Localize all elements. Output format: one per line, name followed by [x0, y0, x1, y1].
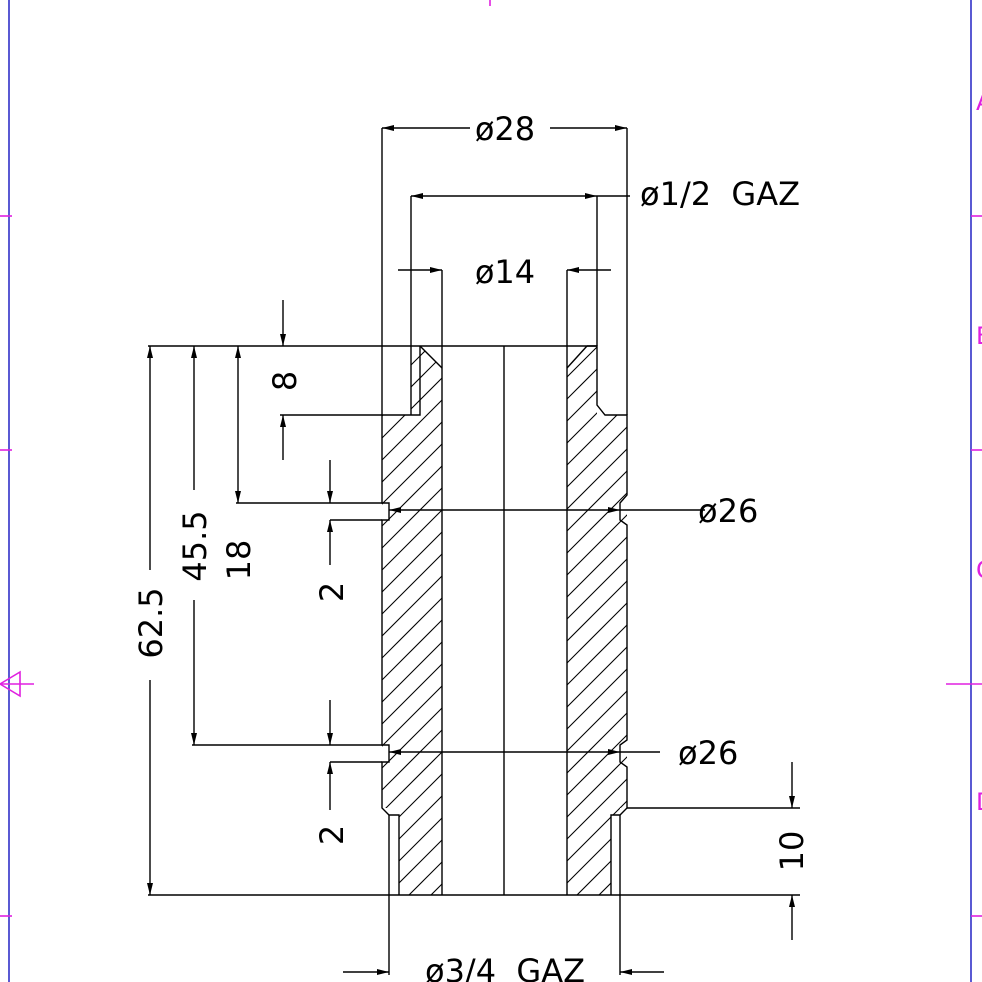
- dimension-labels: ø28 ø1/2 GAZ ø14 ø26 ø26 ø3/4 GAZ 8 18 4…: [132, 110, 811, 982]
- hatch-line: [382, 346, 442, 895]
- hatch-line: [382, 346, 442, 895]
- hatch-line: [567, 346, 627, 895]
- hatch-line: [567, 346, 627, 895]
- grid-marks: A B C D: [0, 0, 982, 917]
- hatch-line: [567, 346, 627, 895]
- dim-thread-bottom: ø3/4 GAZ: [425, 952, 585, 982]
- dim-total-length: 62.5: [132, 587, 170, 658]
- hatch-line: [435, 346, 442, 895]
- dim-groove-lower-pos: 45.5: [176, 510, 214, 581]
- dim-bore: ø14: [475, 253, 535, 291]
- dim-groove-lower-diameter: ø26: [678, 734, 738, 772]
- hatch-line: [567, 346, 627, 895]
- hatch-line: [567, 346, 627, 895]
- dimension-lines: [147, 125, 795, 975]
- hatch-line: [382, 346, 442, 895]
- hatch-line: [648, 240, 982, 982]
- hatch-line: [502, 240, 982, 982]
- hatch-line: [382, 346, 442, 895]
- hatch-line: [382, 346, 442, 895]
- hatch-line: [382, 346, 442, 895]
- dim-outer-diameter: ø28: [475, 110, 535, 148]
- border-letter-a: A: [976, 88, 982, 116]
- hatch-line: [382, 346, 442, 895]
- hatch-line: [567, 346, 627, 895]
- hatch-line: [567, 346, 627, 895]
- hatch-line: [382, 346, 442, 895]
- hatch-line: [670, 240, 982, 982]
- hatch-line: [567, 346, 627, 895]
- hatch-line: [567, 346, 627, 895]
- hatch-line: [567, 346, 627, 895]
- dim-thread-top: ø1/2 GAZ: [640, 175, 800, 213]
- hatch-line: [567, 346, 627, 895]
- hatch-line: [567, 346, 627, 895]
- hatch-line: [567, 346, 627, 895]
- border-letter-b: B: [976, 322, 982, 350]
- hatch-line: [567, 346, 627, 895]
- hatch-line: [382, 346, 442, 895]
- hatch-line: [382, 346, 442, 895]
- hatch-line: [382, 346, 442, 895]
- hatch-line: [567, 346, 627, 895]
- hatch-line: [382, 346, 442, 895]
- hatch-line: [692, 240, 982, 982]
- centering-triangle-icon: [0, 670, 21, 698]
- hatch-line: [567, 346, 627, 895]
- hatch-line: [382, 346, 442, 895]
- hatch-line: [382, 346, 442, 895]
- hatch-line: [567, 346, 627, 895]
- dim-depth-top-thread: 8: [266, 371, 304, 391]
- hatch-line: [567, 346, 627, 895]
- hatch-line: [714, 240, 982, 982]
- hatch-line: [567, 346, 627, 895]
- dim-bottom-thread-length: 10: [773, 831, 811, 872]
- hatch-line: [567, 346, 627, 895]
- hatch-line: [382, 346, 442, 895]
- hatch-line: [382, 346, 442, 895]
- hatch-line: [382, 346, 442, 895]
- hatch-line: [382, 346, 442, 895]
- hatch-line: [382, 346, 442, 895]
- border-letter-d: D: [976, 788, 982, 816]
- hatch-line: [567, 346, 627, 895]
- hatch-line: [382, 346, 442, 895]
- hatch-line: [382, 346, 442, 895]
- hatch-line: [382, 346, 442, 895]
- dim-groove-lower-width: 2: [313, 825, 351, 845]
- dim-groove-upper-width: 2: [313, 582, 351, 602]
- hatch-line: [480, 240, 982, 982]
- hatch-line: [382, 346, 442, 895]
- drawing-frame: [8, 0, 972, 982]
- border-letter-c: C: [976, 556, 982, 584]
- hatch-line: [458, 240, 982, 982]
- hatch-line: [567, 346, 627, 895]
- hatch-line: [382, 346, 442, 895]
- hatch-line: [567, 346, 627, 895]
- dim-groove-upper-pos: 18: [220, 540, 258, 581]
- hatch-line: [391, 346, 442, 895]
- hatch-line: [382, 346, 442, 895]
- dim-groove-upper-diameter: ø26: [698, 492, 758, 530]
- hatch-line: [382, 346, 442, 895]
- hatch-line: [413, 346, 442, 895]
- hatch-line: [567, 346, 627, 895]
